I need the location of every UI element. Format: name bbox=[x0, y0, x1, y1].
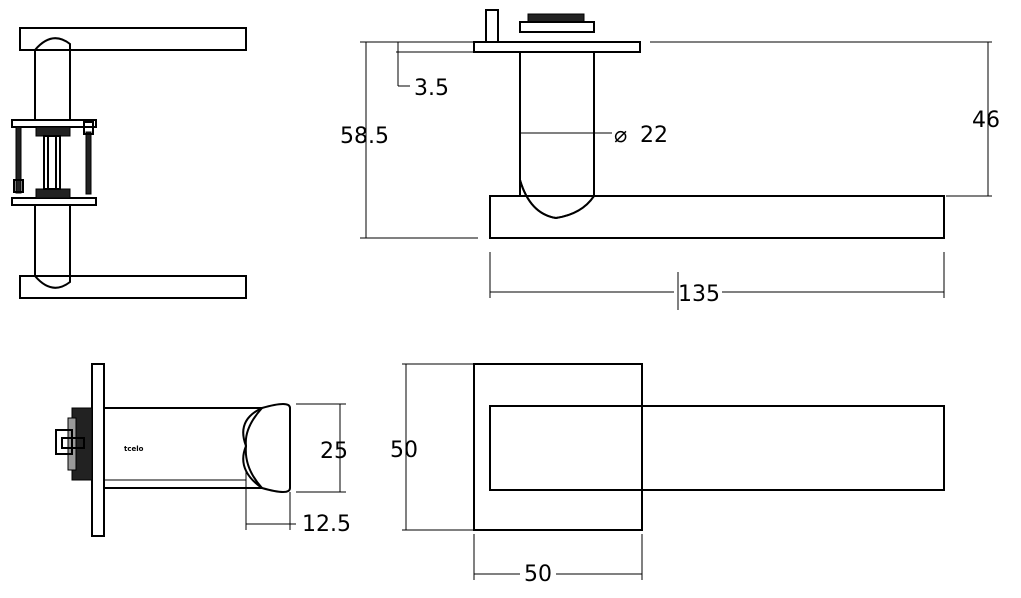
bottom-lever-bar bbox=[19, 275, 247, 299]
dim-rose-offset: 3.5 bbox=[414, 76, 449, 101]
lever-front bbox=[489, 405, 945, 491]
side-view: 58.5 3.5 ⌀ 22 46 135 bbox=[340, 9, 1000, 310]
top-spring-cassette bbox=[35, 126, 71, 137]
square-rose bbox=[473, 363, 643, 531]
bottom-lever-neck bbox=[34, 205, 71, 289]
spring-housing bbox=[519, 21, 595, 33]
dim-lever-length: 135 bbox=[678, 282, 720, 307]
dim-end-radius: 12.5 bbox=[302, 512, 351, 537]
end-view: tcelo 25 12.5 bbox=[55, 363, 351, 537]
dim-total-height: 58.5 bbox=[340, 124, 389, 149]
spring-coil bbox=[527, 13, 585, 23]
top-lever-bar bbox=[19, 27, 247, 51]
rose-edge bbox=[91, 363, 105, 537]
rose-plate bbox=[473, 41, 641, 53]
lever-end-cap bbox=[242, 403, 291, 493]
bottom-spring-cassette bbox=[35, 188, 71, 199]
spindle-end bbox=[55, 429, 73, 455]
spindle-stub bbox=[485, 9, 499, 43]
assembly-pair-view bbox=[11, 27, 247, 299]
lever-neck bbox=[519, 52, 595, 220]
dim-rose-height: 50 bbox=[390, 438, 418, 463]
dim-lever-height: 46 bbox=[972, 108, 1000, 133]
left-fixing-screw bbox=[15, 126, 22, 194]
dim-rose-width: 50 bbox=[524, 562, 552, 587]
right-fixing-screw bbox=[85, 131, 92, 195]
dim-end-diameter: 25 bbox=[320, 439, 348, 464]
brand-mark: tcelo bbox=[124, 445, 144, 453]
top-lever-neck bbox=[34, 37, 71, 120]
bottom-rose-plate bbox=[11, 197, 97, 206]
diameter-symbol: ⌀ bbox=[614, 123, 627, 148]
dim-neck-diameter: 22 bbox=[640, 123, 668, 148]
front-view: 50 50 bbox=[390, 363, 945, 587]
lever-bar bbox=[489, 195, 945, 239]
spindle bbox=[43, 135, 61, 190]
